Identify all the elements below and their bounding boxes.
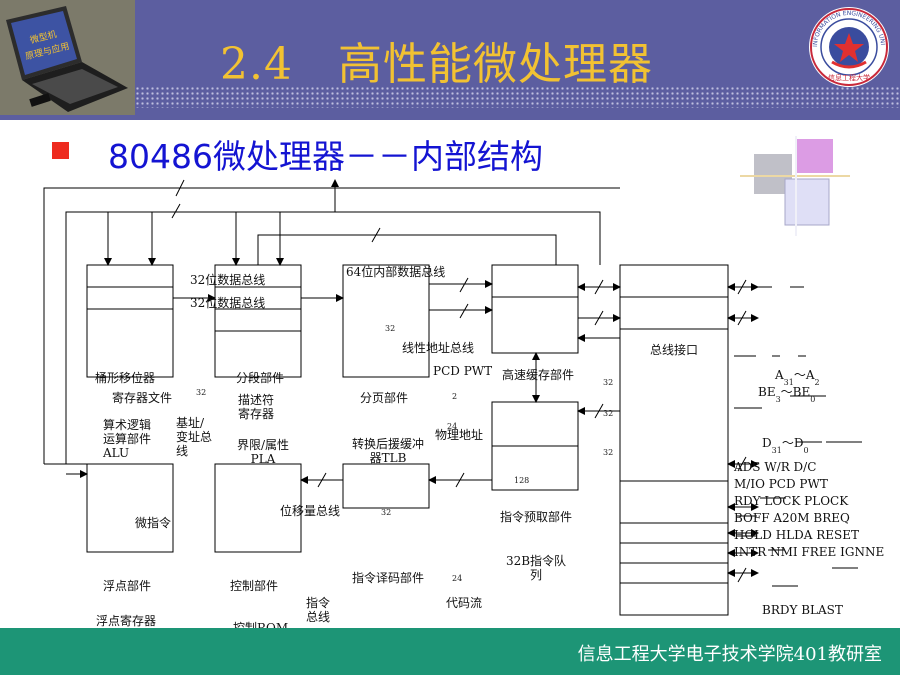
linear-address-bus-label: 线性地址总线 [402,341,475,355]
pcd-pwt-label: PCD PWT [433,364,493,378]
code-stream-label: 代码流 [446,596,483,610]
pin-d-label: D31～D0 [762,436,809,455]
paging-unit-label: 分页部件 [360,391,409,405]
descriptor-register-label: 描述符寄存器 [238,393,275,421]
header-dot-pattern [135,86,900,108]
bus-interface-block [619,264,729,616]
fpu-label: 浮点部件 [103,579,152,593]
microinstruction-label: 微指令 [135,516,172,530]
footer-text: 信息工程大学电子技术学院401教研室 [577,644,882,665]
signal-row-4: BOFF A20M BREQ [734,511,850,525]
control-unit-block [214,463,302,553]
physical-address-label: 物理地址 [435,428,484,442]
slide-header [0,0,900,120]
bus-width-label: 32 [385,324,396,333]
cpu-block-diagram [43,179,862,616]
limit-attr-pla-label: 界限/属性PLA [236,438,290,466]
decode-unit-label: 指令译码部件 [352,571,425,585]
bus-width-label: 128 [514,476,530,485]
bus-width-label: 32 [603,378,614,387]
cache-unit-label: 高速缓存部件 [502,368,575,382]
instruction-queue-label: 32B指令队列 [505,554,567,582]
tlb-label: 转换后援缓冲器TLB [351,437,424,465]
shift-unit-label: 桶形移位器 [95,371,156,385]
tlb-block [342,463,430,509]
paging-unit-block [342,264,430,378]
signal-row-1: ADS W/R D/C [734,460,817,474]
slide-footer: 信息工程大学电子技术学院401教研室 [0,628,900,675]
bus-width-label: 32 [196,388,207,397]
bus64-label: 64位内部数据总线 [346,265,446,279]
pin-be-label: BE3～BE0 [758,385,816,404]
signal-row-3: RDY LOCK PLOCK [734,494,849,508]
segment-unit-label: 分段部件 [236,371,285,385]
signal-row-5: HOLD HLDA RESET [734,528,860,542]
base-index-bus-label: 基址/变址总线 [176,416,213,458]
instruction-bus-label: 指令总线 [306,596,331,624]
prefetch-unit-label: 指令预取部件 [500,510,573,524]
bus32-label-a: 32位数据总线 [190,273,266,287]
bus32-label-b: 32位数据总线 [190,296,266,310]
bus-width-label: 24 [447,422,458,431]
signal-row-2: M/IO PCD PWT [734,477,828,491]
fpu-registers-label: 浮点寄存器 [96,614,157,628]
bus-width-label: 2 [452,392,458,401]
microinstruction-block [86,463,174,553]
slide-title: 2.4 高性能微处理器 [220,39,653,90]
university-logo: INFORMATION ENGINEERING UNIVERSITY 信息工程大… [808,6,889,87]
slide-subtitle: 80486微处理器－－内部结构 [108,137,543,176]
laptop-image: 微型机 原理与应用 [0,0,135,115]
displacement-bus-label: 位移量总线 [280,504,341,518]
logo-bottom-text: 信息工程大学 [828,73,870,82]
bus-width-label: 32 [603,448,614,457]
pin-a-label: A31～A2 [775,368,820,387]
decorative-squares [740,136,850,236]
register-file-label: 寄存器文件 [112,391,173,405]
bus-width-label: 24 [452,574,463,583]
signal-row-7: BRDY BLAST [762,603,843,617]
bus-interface-label: 总线接口 [650,343,699,357]
control-unit-label: 控制部件 [230,579,279,593]
signal-row-6: INTR NMI FREE IGNNE [734,545,885,559]
alu-label: 算术逻辑运算部件ALU [103,418,152,460]
bus-width-label: 32 [603,409,614,418]
cache-unit-block [491,264,579,354]
bus-width-label: 32 [381,508,392,517]
bullet-square [52,142,69,159]
register-file-block [86,264,174,378]
